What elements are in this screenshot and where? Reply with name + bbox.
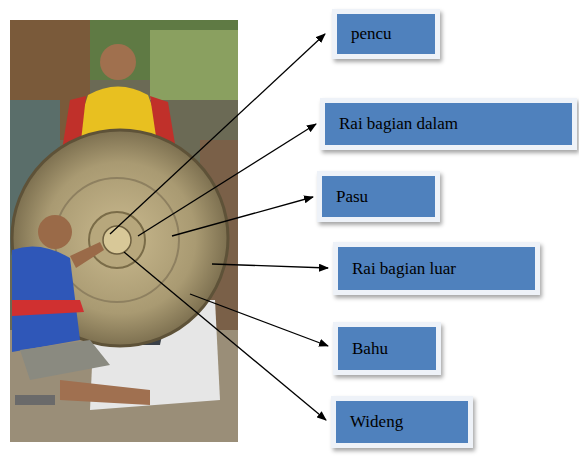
label-box: Bahu [333,322,441,375]
part-name: Rai bagian luar [338,259,470,279]
leader-line [124,252,326,420]
label-box: Wideng [331,396,473,448]
part-name: Pasu [322,187,382,207]
leader-line [190,294,328,346]
part-name: pencu [337,24,406,44]
leader-line [172,197,313,236]
leader-line [110,34,325,234]
label-box: pencu [332,9,440,59]
leader-lines [110,34,328,420]
label-box: Rai bagian luar [333,242,540,295]
leader-line [138,124,316,236]
label-box: Rai bagian dalam [320,98,577,150]
label-box: Pasu [317,171,440,222]
photo [10,20,238,442]
leader-line [212,264,328,268]
part-name: Rai bagian dalam [325,114,472,134]
part-name: Wideng [336,412,417,432]
part-name: Bahu [338,339,402,359]
